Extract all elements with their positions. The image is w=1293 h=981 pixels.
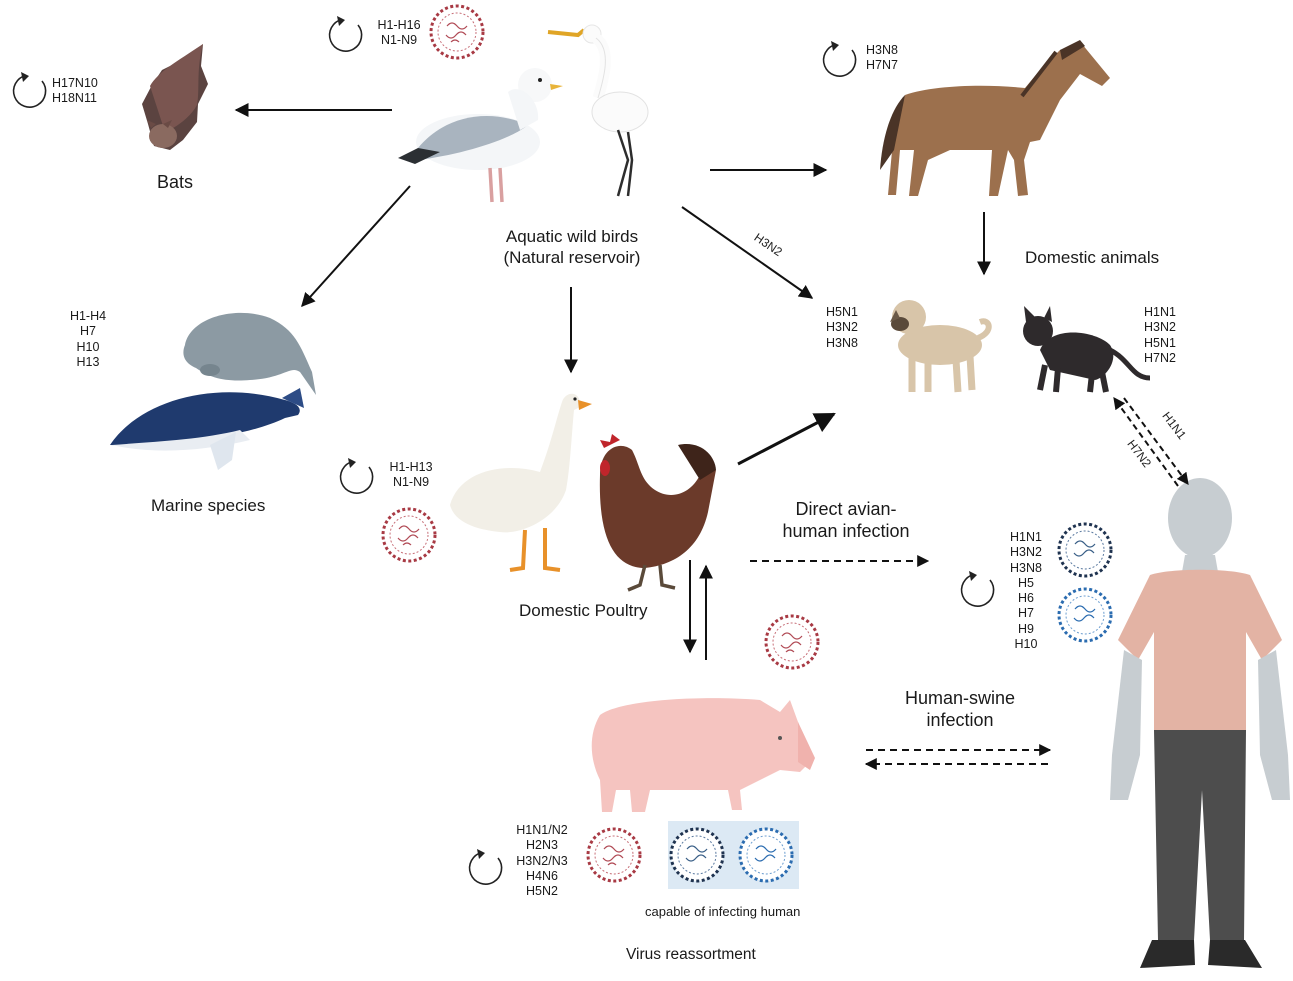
- human-swine-line2: infection: [884, 709, 1036, 731]
- domestic-poultry-label: Domestic Poultry: [519, 601, 647, 621]
- label-cat-to-human: H1N1: [1159, 409, 1189, 442]
- whale-icon: [110, 388, 304, 470]
- aquatic-birds-label: Aquatic wild birds (Natural reservoir): [480, 226, 664, 268]
- human-swine-label: Human-swine infection: [884, 687, 1036, 731]
- subtype: H1-H13: [382, 460, 440, 475]
- direct-avian-line2: human infection: [760, 520, 932, 542]
- arrow-birds-to-dogs: [682, 207, 812, 298]
- influenza-virion-icon: [383, 509, 435, 561]
- subtype: H3N2: [1002, 545, 1050, 560]
- subtype: H1N1: [1002, 530, 1050, 545]
- human-icon: [1110, 478, 1290, 968]
- subtype: H5: [1002, 576, 1050, 591]
- subtype: N1-N9: [382, 475, 440, 490]
- bats-subtypes: H17N10 H18N11: [52, 76, 98, 107]
- influenza-virion-icon: [1059, 589, 1111, 641]
- reassortment-label: Virus reassortment: [626, 946, 756, 964]
- bats-label: Bats: [157, 172, 193, 193]
- subtype: H18N11: [52, 91, 98, 106]
- marine-subtypes: H1-H4 H7 H10 H13: [62, 309, 114, 370]
- replication-cycle-icon: [962, 571, 994, 606]
- subtype: H1N1: [1144, 305, 1176, 320]
- subtype: H7N2: [1144, 351, 1176, 366]
- influenza-virion-icon: [740, 829, 792, 881]
- subtype: H4N6: [508, 869, 576, 884]
- subtype: H3N2/N3: [508, 854, 576, 869]
- label-human-to-cat: H7N2: [1124, 437, 1154, 470]
- influenza-virion-icon: [1059, 524, 1111, 576]
- subtype: H3N8: [1002, 561, 1050, 576]
- subtype: H7: [62, 324, 114, 339]
- subtype: H5N1: [1144, 336, 1176, 351]
- aquatic-birds-line2: (Natural reservoir): [480, 247, 664, 268]
- horse-subtypes: H3N8 H7N7: [866, 43, 898, 74]
- subtype: H6: [1002, 591, 1050, 606]
- replication-cycle-icon: [341, 458, 373, 493]
- replication-cycle-icon: [14, 72, 46, 107]
- egret-icon: [548, 25, 648, 196]
- capable-label: capable of infecting human: [645, 904, 800, 919]
- manatee-icon: [183, 313, 316, 395]
- direct-avian-line1: Direct avian-: [760, 498, 932, 520]
- human-subtypes: H1N1 H3N2 H3N8 H5 H6 H7 H9 H10: [1002, 530, 1050, 652]
- dog-subtypes: H5N1 H3N2 H3N8: [826, 305, 858, 351]
- aquatic-birds-line1: Aquatic wild birds: [480, 226, 664, 247]
- replication-cycle-icon: [824, 41, 856, 76]
- subtype: H7: [1002, 606, 1050, 621]
- subtype: H13: [62, 355, 114, 370]
- pig-icon: [592, 698, 815, 812]
- subtype: H3N2: [826, 320, 858, 335]
- subtype: H1N1/N2: [508, 823, 576, 838]
- influenza-virion-icon: [671, 829, 723, 881]
- influenza-virion-icon: [588, 829, 640, 881]
- domestic-animals-label: Domestic animals: [1025, 248, 1159, 268]
- subtype: H10: [1002, 637, 1050, 652]
- bat-icon: [142, 44, 208, 150]
- subtype: H3N8: [866, 43, 898, 58]
- subtype: H3N8: [826, 336, 858, 351]
- cat-icon: [1023, 306, 1150, 392]
- label-birds-to-dogs: H3N2: [752, 230, 786, 259]
- arrow-poultry-to-domestic: [738, 414, 834, 464]
- replication-cycle-icon: [330, 16, 362, 51]
- poultry-subtypes: H1-H13 N1-N9: [382, 460, 440, 491]
- influenza-virion-icon: [431, 6, 483, 58]
- arrow-birds-to-marine: [302, 186, 410, 306]
- direct-avian-label: Direct avian- human infection: [760, 498, 932, 542]
- gull-icon: [398, 68, 563, 202]
- subtype: H5N1: [826, 305, 858, 320]
- replication-cycle-icon: [470, 849, 502, 884]
- swine-subtypes: H1N1/N2 H2N3 H3N2/N3 H4N6 H5N2: [508, 823, 576, 899]
- subtype: H10: [62, 340, 114, 355]
- influenza-virion-icon: [766, 616, 818, 668]
- rooster-icon: [600, 434, 716, 590]
- subtype: H7N7: [866, 58, 898, 73]
- subtype: N1-N9: [370, 33, 428, 48]
- dog-icon: [890, 300, 989, 392]
- horse-icon: [880, 40, 1110, 196]
- subtype: H1-H16: [370, 18, 428, 33]
- subtype: H2N3: [508, 838, 576, 853]
- subtype: H9: [1002, 622, 1050, 637]
- subtype: H5N2: [508, 884, 576, 899]
- cat-subtypes: H1N1 H3N2 H5N1 H7N2: [1144, 305, 1176, 366]
- wild-birds-subtypes: H1-H16 N1-N9: [370, 18, 428, 49]
- marine-species-label: Marine species: [151, 496, 265, 516]
- goose-icon: [450, 394, 592, 570]
- subtype: H1-H4: [62, 309, 114, 324]
- human-swine-line1: Human-swine: [884, 687, 1036, 709]
- subtype: H3N2: [1144, 320, 1176, 335]
- subtype: H17N10: [52, 76, 98, 91]
